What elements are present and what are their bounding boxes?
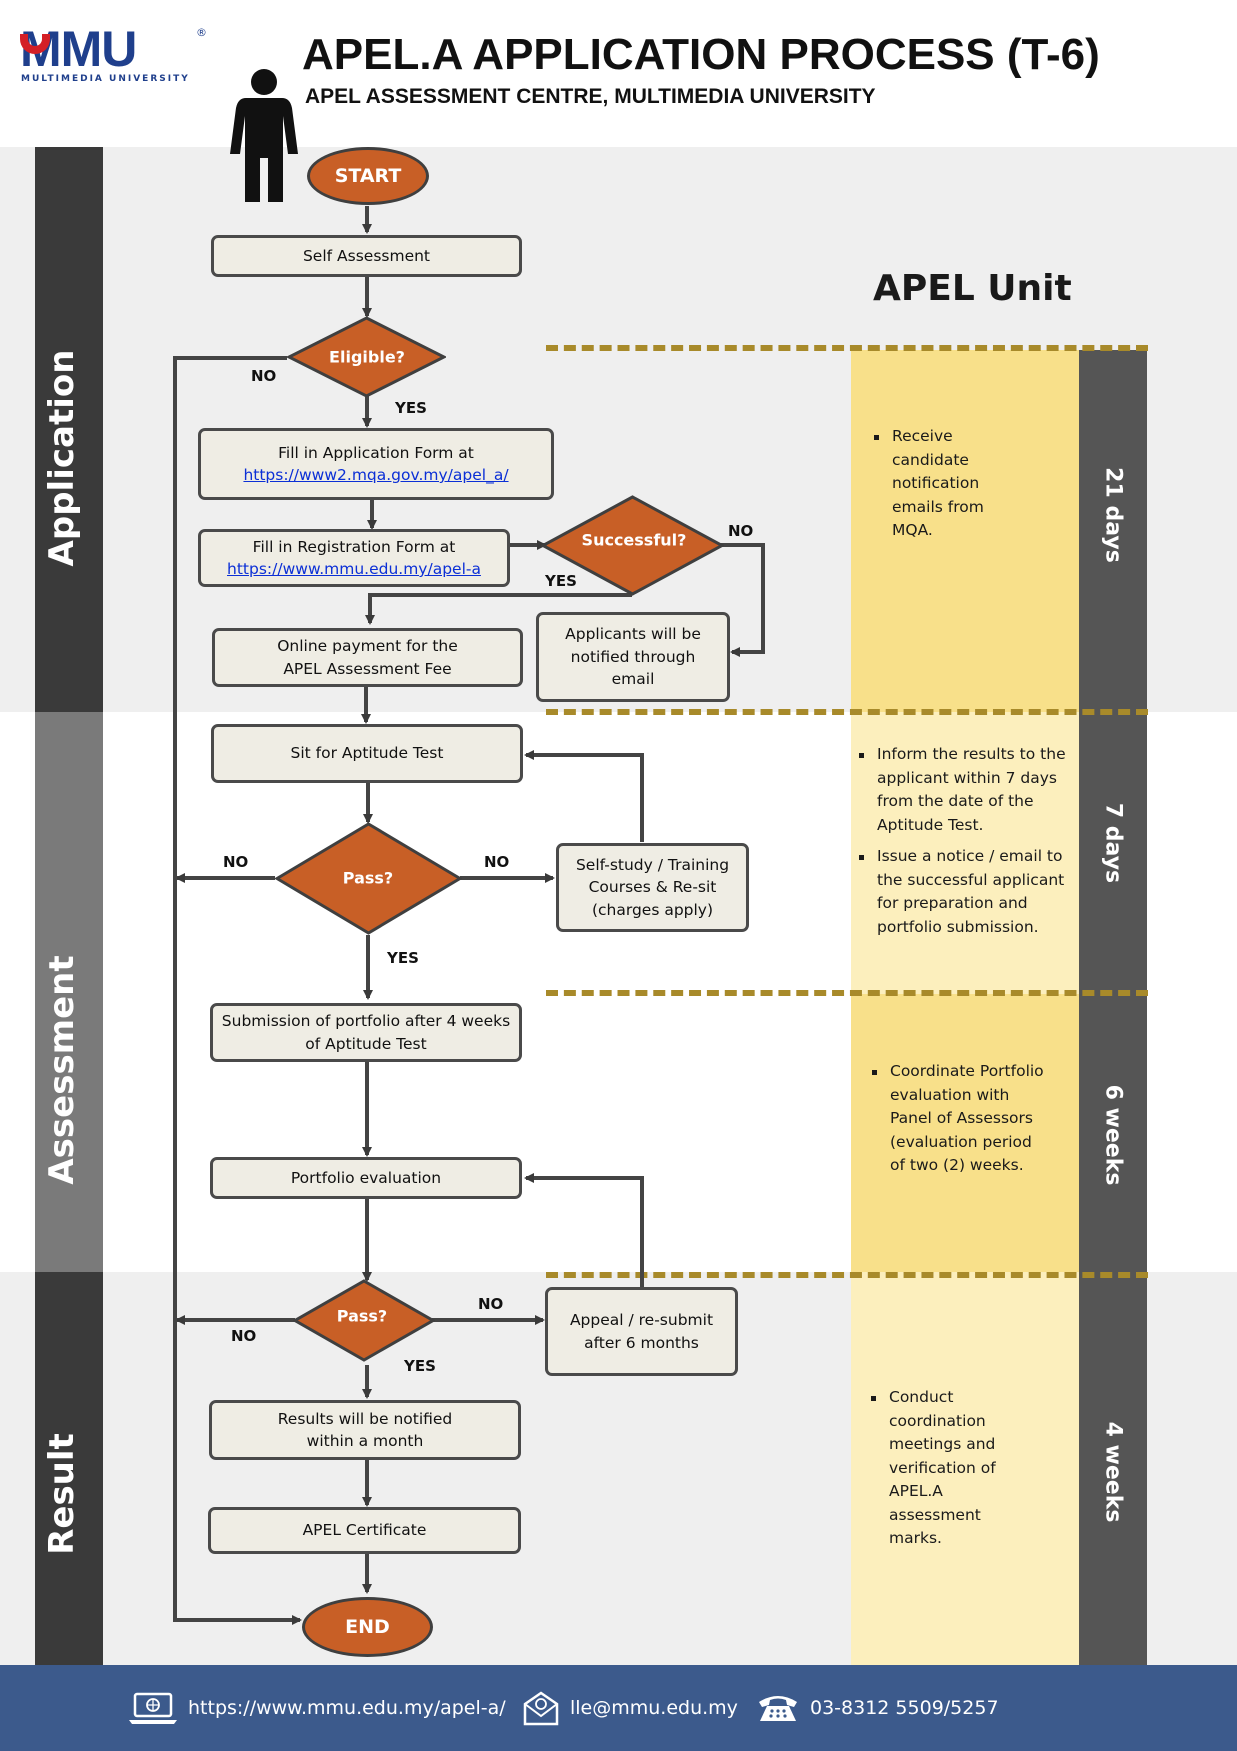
portfolio-evaluation-label: Portfolio evaluation xyxy=(290,1168,442,1187)
registration-form-box: Fill in Registration Form at https://www… xyxy=(198,529,510,587)
application-form-text: Fill in Application Form at xyxy=(278,443,474,462)
stage-bar-result xyxy=(35,1272,103,1665)
person-icon xyxy=(230,69,298,202)
application-form-box: Fill in Application Form at https://www2… xyxy=(198,428,554,500)
payment-box: Online payment for the APEL Assessment F… xyxy=(212,628,523,687)
yes-label: YES xyxy=(545,572,577,590)
result-pass-label: Pass? xyxy=(336,1306,388,1326)
unit-note: Inform the results to the applicant with… xyxy=(857,743,1071,837)
page-subtitle: APEL ASSESSMENT CENTRE, MULTIMEDIA UNIVE… xyxy=(305,85,876,108)
unit-note: Receive candidate notification emails fr… xyxy=(872,425,1002,543)
self-study-line2: Courses & Re-sit xyxy=(588,878,717,897)
footer-email[interactable]: lle@mmu.edu.my xyxy=(522,1688,738,1728)
certificate-label: APEL Certificate xyxy=(302,1521,427,1540)
no-label: NO xyxy=(478,1295,504,1313)
footer-email-text: lle@mmu.edu.my xyxy=(570,1697,738,1719)
self-study-box: Self-study / Training Courses & Re-sit (… xyxy=(556,843,749,932)
results-notified-box: Results will be notified within a month xyxy=(209,1400,521,1460)
no-label: NO xyxy=(728,522,754,540)
end-node: END xyxy=(302,1597,433,1657)
portfolio-submission-box: Submission of portfolio after 4 weeks of… xyxy=(210,1003,522,1062)
footer-website[interactable]: https://www.mmu.edu.my/apel-a/ xyxy=(128,1688,506,1728)
separator-line xyxy=(546,345,1148,351)
successful-decision xyxy=(541,495,724,596)
stage-bar-assessment xyxy=(35,712,103,1272)
yes-label: YES xyxy=(404,1357,436,1375)
unit-notes-3: Coordinate Portfolio evaluation with Pan… xyxy=(870,1060,1046,1186)
portfolio-submission-line1: Submission of portfolio after 4 weeks xyxy=(221,1012,511,1031)
appeal-line2: after 6 months xyxy=(584,1333,699,1352)
notified-line2: notified through xyxy=(570,647,696,666)
payment-line1: Online payment for the xyxy=(277,637,458,656)
portfolio-evaluation-box: Portfolio evaluation xyxy=(210,1157,522,1199)
unit-note: Coordinate Portfolio evaluation with Pan… xyxy=(870,1060,1046,1178)
notified-box: Applicants will be notified through emai… xyxy=(536,612,730,702)
yes-label: YES xyxy=(387,949,419,967)
unit-col-4 xyxy=(851,1272,1079,1665)
self-study-line3: (charges apply) xyxy=(591,900,714,919)
duration-column xyxy=(1079,350,1147,1665)
mmu-logo: MMU ® MULTIMEDIA UNIVERSITY xyxy=(20,21,210,86)
phone-icon xyxy=(759,1696,797,1721)
eligible-label: Eligible? xyxy=(329,347,405,367)
unit-col-1 xyxy=(851,350,1079,712)
no-label: NO xyxy=(231,1327,257,1345)
self-assessment-label: Self Assessment xyxy=(302,246,431,265)
appeal-box: Appeal / re-submit after 6 months xyxy=(545,1287,738,1376)
unit-col-2 xyxy=(851,712,1079,994)
yes-label: YES xyxy=(395,399,427,417)
result-pass-decision xyxy=(293,1279,435,1362)
aptitude-test-label: Sit for Aptitude Test xyxy=(290,744,444,763)
appeal-line1: Appeal / re-submit xyxy=(569,1311,714,1330)
successful-label: Successful? xyxy=(581,530,687,550)
page-title: APEL.A APPLICATION PROCESS (T-6) xyxy=(302,30,1100,79)
results-line2: within a month xyxy=(306,1432,424,1450)
payment-line2: APEL Assessment Fee xyxy=(283,659,452,678)
start-node: START xyxy=(307,147,429,205)
unit-col-3 xyxy=(851,994,1079,1272)
aptitude-pass-decision xyxy=(275,822,462,935)
registration-form-text: Fill in Registration Form at xyxy=(252,537,456,556)
logo-subtitle: MULTIMEDIA UNIVERSITY xyxy=(21,74,190,84)
separator-line xyxy=(546,709,1148,715)
footer-phone[interactable]: 03-8312 5509/5257 xyxy=(756,1688,999,1728)
self-assessment-box: Self Assessment xyxy=(211,235,522,277)
no-label: NO xyxy=(223,853,249,871)
no-label: NO xyxy=(484,853,510,871)
footer-phone-text: 03-8312 5509/5257 xyxy=(810,1697,999,1719)
logo-registered: ® xyxy=(196,26,207,39)
footer-bar xyxy=(0,1665,1237,1751)
eligible-decision xyxy=(287,316,446,398)
aptitude-pass-label: Pass? xyxy=(342,868,394,888)
results-line1: Results will be notified xyxy=(277,1409,453,1428)
email-icon xyxy=(523,1691,559,1726)
unit-notes-1: Receive candidate notification emails fr… xyxy=(872,425,1002,551)
aptitude-test-box: Sit for Aptitude Test xyxy=(211,724,523,783)
unit-notes-2: Inform the results to the applicant with… xyxy=(857,743,1071,947)
logo-red-accent xyxy=(20,34,50,54)
apel-unit-title: APEL Unit xyxy=(873,268,1072,309)
application-form-link[interactable]: https://www2.mqa.gov.my/apel_a/ xyxy=(243,466,509,484)
notified-line1: Applicants will be xyxy=(565,625,701,644)
no-label: NO xyxy=(251,367,277,385)
separator-line xyxy=(546,990,1148,996)
unit-note: Conduct coordination meetings and verifi… xyxy=(869,1386,999,1551)
unit-notes-4: Conduct coordination meetings and verifi… xyxy=(869,1386,999,1559)
portfolio-submission-line2: of Aptitude Test xyxy=(305,1034,427,1053)
separator-line xyxy=(546,1272,1148,1278)
unit-note: Issue a notice / email to the successful… xyxy=(857,845,1071,939)
registration-form-link[interactable]: https://www.mmu.edu.my/apel-a xyxy=(227,560,481,578)
self-study-line1: Self-study / Training xyxy=(575,855,730,874)
footer-website-text: https://www.mmu.edu.my/apel-a/ xyxy=(188,1697,506,1719)
stage-bar-application xyxy=(35,147,103,712)
laptop-icon xyxy=(129,1692,177,1724)
notified-line3: email xyxy=(611,670,655,689)
certificate-box: APEL Certificate xyxy=(208,1507,521,1554)
